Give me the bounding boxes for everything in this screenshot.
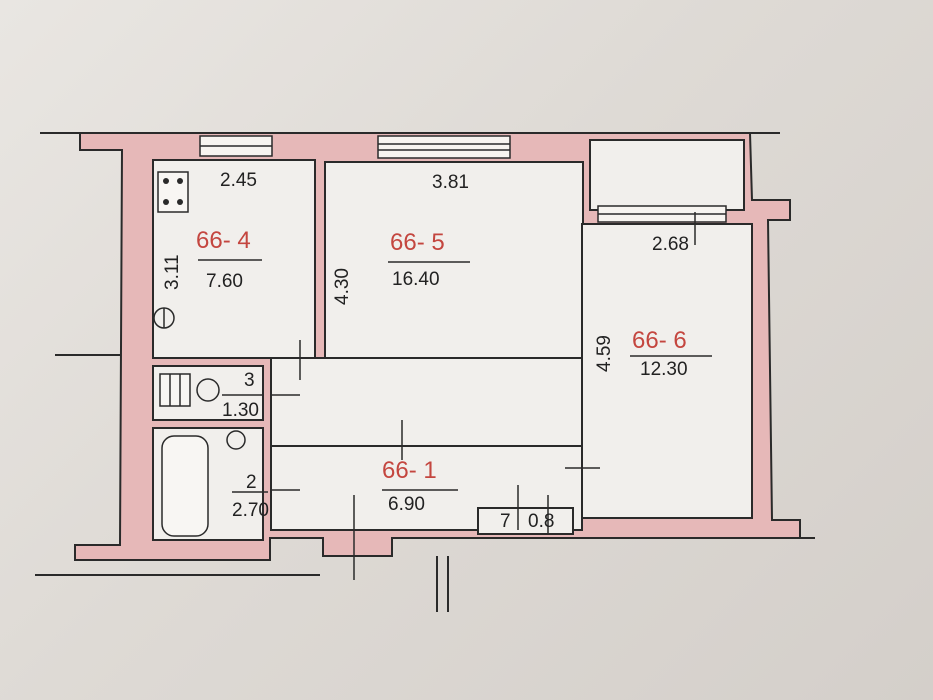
window-living (377, 135, 511, 159)
stove-icon (157, 171, 189, 213)
room-living-area: 16.40 (392, 269, 440, 290)
dim-bedroom-height: 4.59 (594, 335, 615, 372)
window-bedroom (597, 205, 727, 223)
dim-bedroom-width: 2.68 (652, 234, 689, 255)
dim-kitchen-height: 3.11 (162, 254, 183, 290)
dim-kitchen-width: 2.45 (220, 170, 257, 191)
window-kitchen (199, 135, 273, 157)
room-kitchen-id: 66- 4 (196, 227, 251, 254)
room-toilet-id: 3 (244, 370, 255, 391)
room-hall-id: 66- 1 (382, 457, 437, 484)
room-closet (477, 507, 574, 535)
room-bedroom (581, 223, 753, 519)
room-balcony-area (589, 139, 745, 211)
sink-icon (153, 307, 175, 329)
toilet-icon (159, 373, 220, 407)
dim-living-height: 4.30 (332, 268, 353, 305)
dim-living-width: 3.81 (432, 172, 469, 193)
room-bath-id: 2 (246, 472, 257, 493)
room-living-id: 66- 5 (390, 229, 445, 256)
room-bath-area: 2.70 (232, 500, 269, 521)
room-bedroom-area: 12.30 (640, 359, 688, 380)
bathtub-icon (161, 430, 246, 537)
room-kitchen-area: 7.60 (206, 271, 243, 292)
room-hall-area: 6.90 (388, 494, 425, 515)
room-closet-area: 0.8 (528, 511, 554, 532)
room-toilet-area: 1.30 (222, 400, 259, 421)
room-bedroom-id: 66- 6 (632, 327, 687, 354)
room-closet-id: 7 (500, 511, 511, 532)
